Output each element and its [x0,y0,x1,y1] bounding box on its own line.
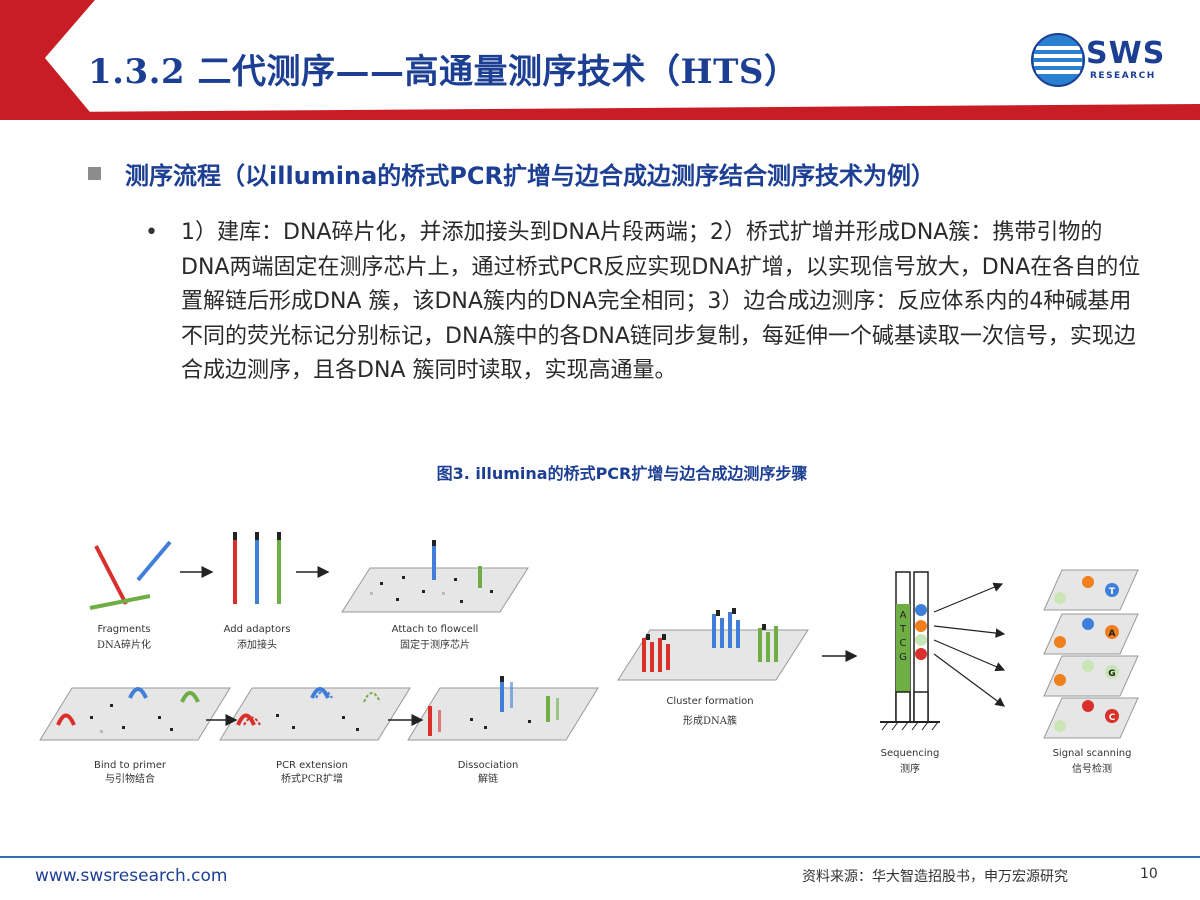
sequencing-diagram: Fragments DNA碎片化 Add adaptors 添加接头 Attac… [39,532,1139,785]
square-bullet-icon [88,167,101,180]
step-label-en: Add adaptors [224,624,291,635]
step-label-en: Attach to flowcell [392,624,479,635]
arrow-icon [933,625,1006,638]
slide-header: 1.3.2 二代测序——高通量测序技术（HTS） SWS RESEARCH [0,0,1200,120]
step-label-cn: 解链 [478,772,498,785]
bullet-level2: • 1）建库：DNA碎片化，并添加接头到DNA片段两端；2）桥式扩增并形成DNA… [145,216,1155,389]
step-label-cn: 测序 [900,762,920,775]
step-label-en: Signal scanning [1053,748,1132,759]
step-label-en: Cluster formation [666,696,753,707]
adaptors-illustration [233,532,281,604]
signal-scanning-illustration [1043,569,1139,739]
step-label-cn: 添加接头 [237,638,277,651]
footer-website-link[interactable]: www.swsresearch.com [35,866,228,886]
step-label-en: Bind to primer [94,760,167,771]
scan-base-letter: T [1109,587,1116,597]
fragments-illustration [89,540,172,610]
arrow-icon [933,653,1005,707]
bullet-heading: 测序流程（以illumina的桥式PCR扩增与边合成边测序结合测序技术为例） [125,162,935,190]
scan-base-letter: A [1109,629,1116,639]
step-label-en: PCR extension [276,760,348,771]
bullet-body: 1）建库：DNA碎片化，并添加接头到DNA片段两端；2）桥式扩增并形成DNA簇：… [181,220,1141,383]
base-letter: C [900,638,907,649]
step-label-cn: 桥式PCR扩增 [281,772,343,785]
step-label-cn: 与引物结合 [105,772,155,785]
page-title: 1.3.2 二代测序——高通量测序技术（HTS） [88,52,799,92]
flowcell-illustration [341,540,529,613]
scan-base-letter: G [1108,669,1115,679]
logo-globe-icon [1031,33,1085,87]
step-label-en: Sequencing [881,748,940,759]
figure-caption: 图3. illumina的桥式PCR扩增与边合成边测序步骤 [436,464,808,483]
bullet-level1: 测序流程（以illumina的桥式PCR扩增与边合成边测序结合测序技术为例） [88,156,1168,191]
logo-subtext: RESEARCH [1090,71,1156,81]
step-label-cn: DNA碎片化 [97,638,151,651]
sws-logo: SWS RESEARCH [1030,30,1180,90]
step-label-cn: 固定于测序芯片 [400,638,470,651]
step-label-cn: 形成DNA簇 [683,714,737,727]
arrow-icon [933,582,1004,613]
step-label-en: Fragments [98,624,151,635]
base-letter: G [899,652,907,663]
page-number: 10 [1140,866,1158,882]
base-letter: T [899,624,907,635]
cluster-formation-illustration [617,608,809,681]
pcr-extension-illustration [219,687,411,741]
header-decoration [0,0,1200,120]
dissociation-illustration [407,676,599,741]
footer-divider [0,856,1200,858]
sequencing-illustration [880,571,940,731]
bind-primer-illustration [39,687,231,741]
scan-base-letter: C [1109,713,1116,723]
base-letter: A [900,610,907,621]
footer-source: 资料来源：华大智造招股书，申万宏源研究 [802,869,1068,885]
dot-bullet-icon: • [145,220,158,245]
step-label-en: Dissociation [458,760,519,771]
step-label-cn: 信号检测 [1072,762,1112,775]
logo-text: SWS [1086,36,1166,71]
arrow-icon [933,639,1006,672]
